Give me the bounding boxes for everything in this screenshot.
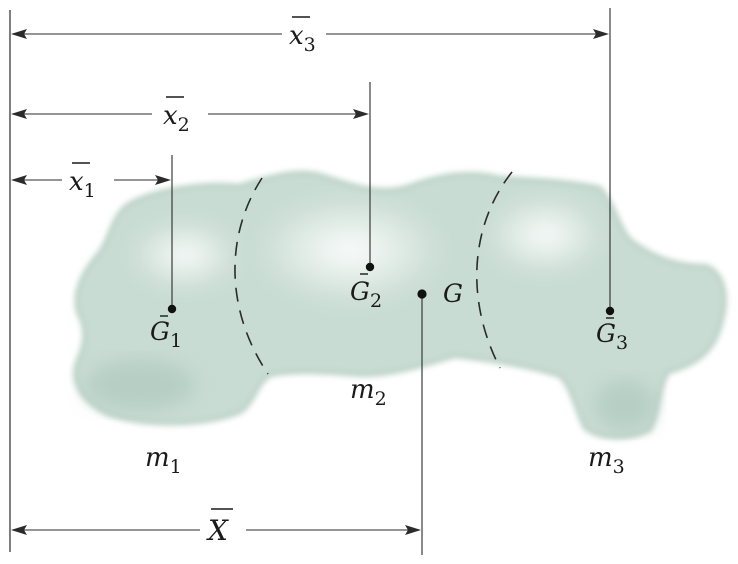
shade-bottom-left <box>85 360 195 410</box>
point-g1 <box>167 304 177 314</box>
arrowhead-right <box>405 525 421 535</box>
label-subscript: 3 <box>613 456 625 478</box>
label-subscript: 3 <box>616 332 628 354</box>
label-g: G <box>443 279 463 308</box>
label-base: x <box>69 167 84 197</box>
label-subscript: 1 <box>84 180 96 202</box>
svg-text:G3: G3 <box>596 319 628 354</box>
label-subscript: 1 <box>170 456 182 478</box>
label-base: G <box>596 319 616 348</box>
label-m2: m2 <box>350 375 387 410</box>
svg-text:x3: x3 <box>289 21 316 56</box>
label-m3: m3 <box>588 443 625 478</box>
label-m1: m1 <box>145 443 182 478</box>
label-X: X <box>206 508 233 547</box>
highlight-left <box>130 220 240 290</box>
svg-text:G1: G1 <box>150 317 182 352</box>
division-curve-right <box>476 171 513 369</box>
label-subscript: 2 <box>370 290 382 312</box>
label-subscript: 3 <box>304 34 316 56</box>
label-g2: G2 <box>350 273 382 312</box>
arrowhead-right <box>593 29 609 39</box>
label-subscript: 1 <box>170 330 182 352</box>
svg-text:x1: x1 <box>69 167 96 202</box>
highlight-center <box>255 195 445 305</box>
svg-text:G2: G2 <box>350 277 382 312</box>
label-g1: G1 <box>150 315 182 352</box>
label-subscript: 2 <box>178 114 190 136</box>
shade-bottom-right <box>595 380 655 430</box>
point-g2 <box>365 262 375 272</box>
arrowhead-left <box>11 525 27 535</box>
body-shape <box>73 170 727 440</box>
arrowhead-left <box>11 29 27 39</box>
dimension-x3 <box>11 29 609 39</box>
dimension-X <box>11 525 421 535</box>
dimension-x1 <box>11 175 171 185</box>
dimension-x2 <box>11 109 369 119</box>
arrowhead-right <box>155 175 171 185</box>
point-g3 <box>605 306 615 316</box>
point-g <box>417 289 427 299</box>
label-base: G <box>350 277 370 306</box>
label-subscript: 2 <box>375 388 387 410</box>
label-base: x <box>289 21 304 51</box>
label-base: G <box>150 317 170 346</box>
label-base: m <box>588 443 613 473</box>
label-x2: x2 <box>163 96 190 136</box>
label-base: m <box>145 443 170 473</box>
arrowhead-right <box>353 109 369 119</box>
label-x3: x3 <box>289 16 316 56</box>
label-g3: G3 <box>596 317 628 354</box>
svg-text:x2: x2 <box>163 101 190 136</box>
arrowhead-left <box>11 175 27 185</box>
label-x1: x1 <box>69 162 96 202</box>
label-base: X <box>206 514 229 547</box>
division-curve-left <box>234 177 269 375</box>
arrowhead-left <box>11 109 27 119</box>
label-base: x <box>163 101 178 131</box>
label-base: G <box>443 279 463 308</box>
label-base: m <box>350 375 375 405</box>
highlight-right <box>485 195 605 275</box>
